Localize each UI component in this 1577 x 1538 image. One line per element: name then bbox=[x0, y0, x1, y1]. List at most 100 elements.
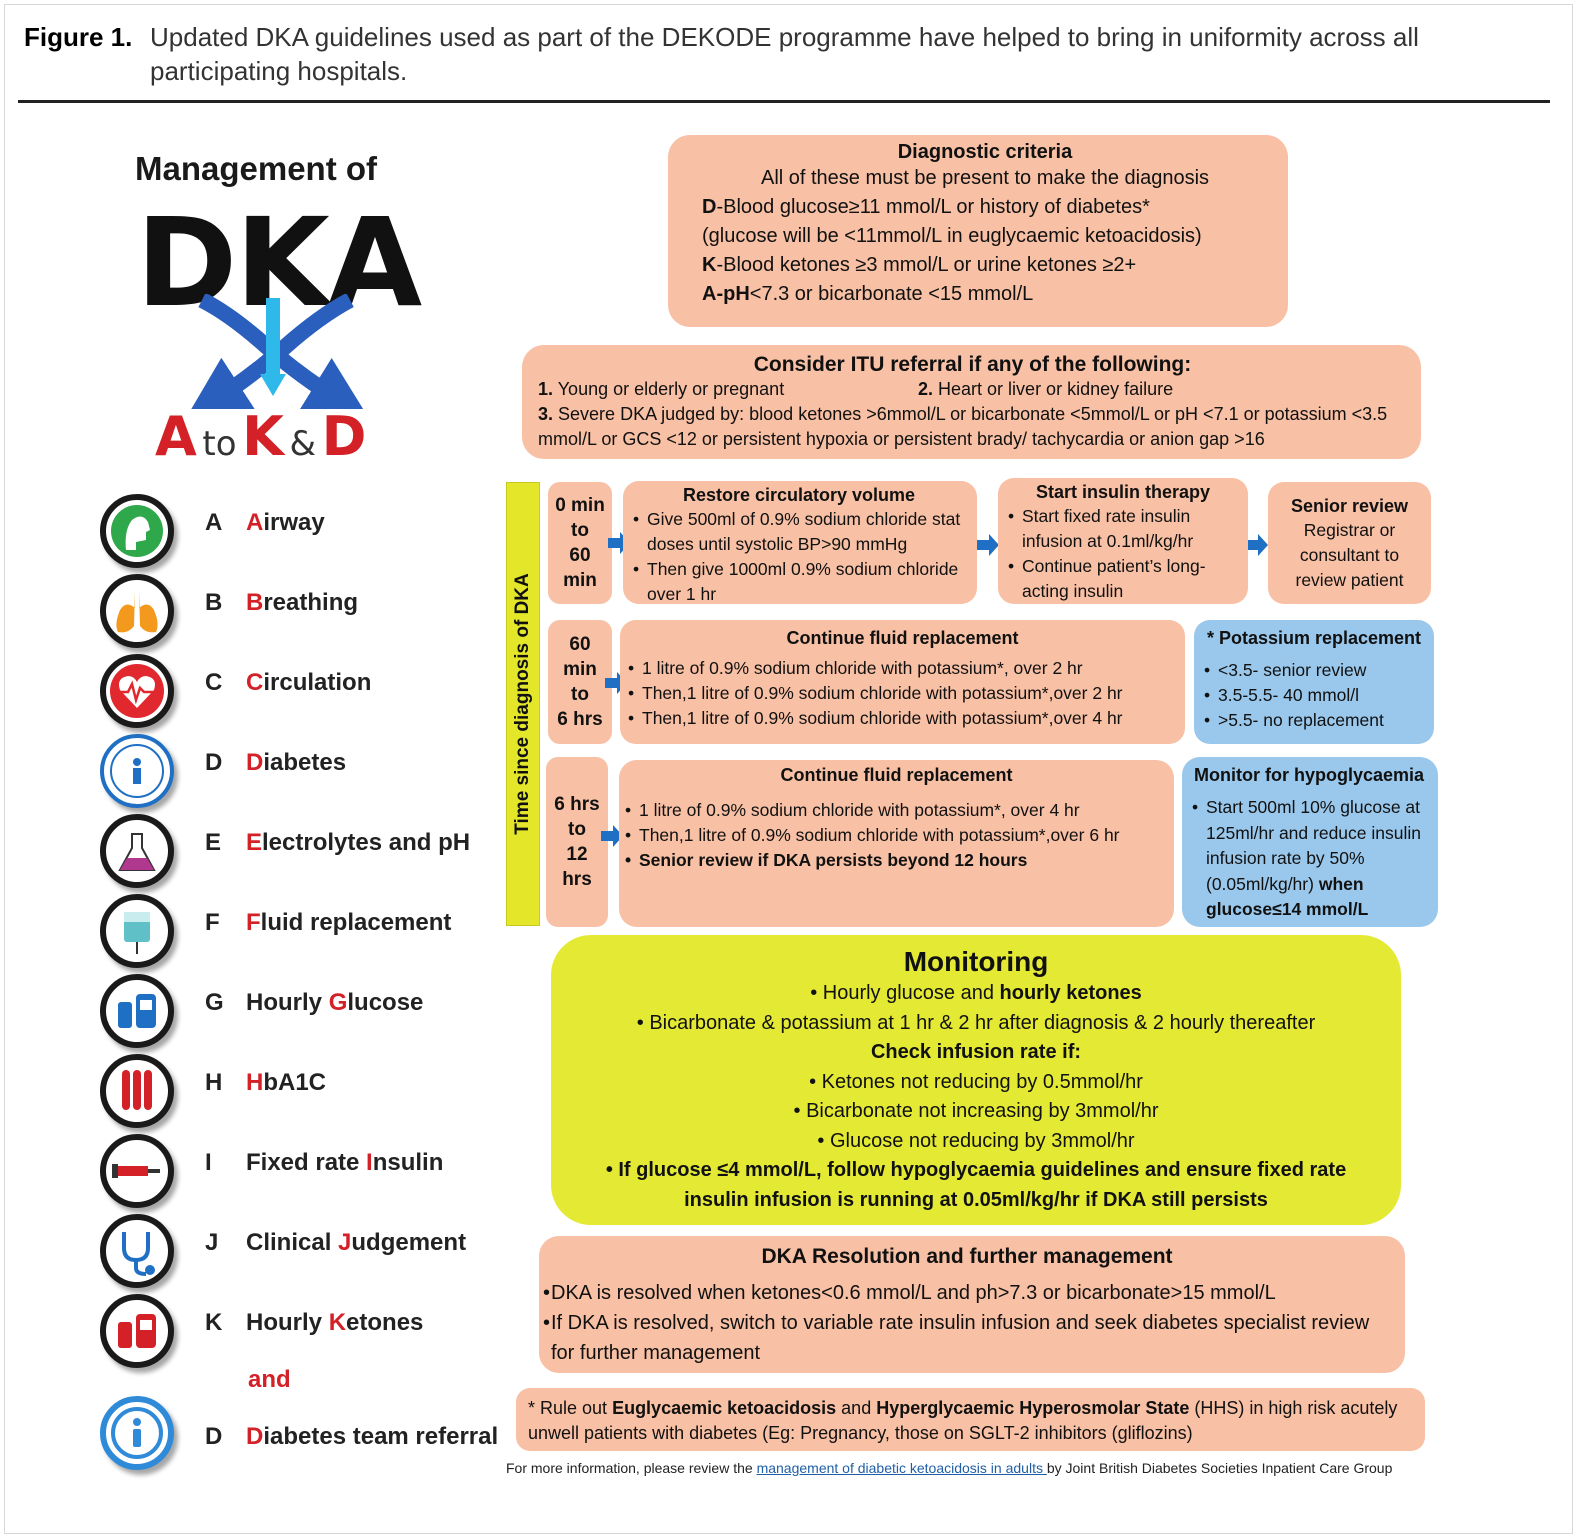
arrow-right-icon bbox=[601, 825, 623, 847]
fluid-letter: F bbox=[205, 909, 220, 936]
diagnostic-title: Diagnostic criteria bbox=[897, 141, 1073, 163]
figure-caption-text: Updated DKA guidelines used as part of t… bbox=[150, 22, 1419, 86]
itu-item-3: 3. Severe DKA judged by: blood ketones >… bbox=[538, 404, 1388, 449]
hba1c-label: HbA1C bbox=[246, 1069, 327, 1096]
diabetes-label: Diabetes bbox=[246, 749, 347, 776]
hypoglycaemia-box: Monitor for hypoglycaemia Start 500ml 10… bbox=[1182, 757, 1438, 927]
restore-volume-box: Restore circulatory volume Give 500ml of… bbox=[623, 481, 977, 604]
monitoring-box: Monitoring • Hourly glucose and hourly k… bbox=[551, 935, 1401, 1225]
insulin-list: Start fixed rate insulin infusion at 0.1… bbox=[1004, 504, 1242, 604]
resolution-title: DKA Resolution and further management bbox=[761, 1245, 1173, 1268]
electrolytes-letter: E bbox=[205, 829, 222, 856]
hypo-title: Monitor for hypoglycaemia bbox=[1193, 765, 1425, 785]
judgement-label: Clinical Judgement bbox=[246, 1229, 467, 1256]
blood-tubes-icon bbox=[100, 1054, 174, 1128]
iv-bag-icon bbox=[100, 894, 174, 968]
resolution-item: DKA is resolved when ketones<0.6 mmol/L … bbox=[539, 1278, 1395, 1308]
fluid-replacement-2-box: Continue fluid replacement 1 litre of 0.… bbox=[619, 760, 1174, 927]
team-referral-label: Diabetes team referral bbox=[246, 1423, 499, 1450]
fluid-replacement-1-box: Continue fluid replacement 1 litre of 0.… bbox=[620, 620, 1185, 744]
management-title: Management of bbox=[135, 150, 378, 187]
figure-label: Figure 1. bbox=[24, 22, 133, 52]
ketone-meter-icon bbox=[100, 1294, 174, 1368]
fluid2-title: Continue fluid replacement bbox=[780, 765, 1013, 785]
fluid1-title: Continue fluid replacement bbox=[786, 628, 1019, 648]
monitoring-check-item: • Bicarbonate not increasing by 3mmol/hr bbox=[793, 1100, 1159, 1122]
itu-items-row: 1. Young or elderly or pregnant 2. Heart… bbox=[538, 377, 1407, 402]
ketones-letter: K bbox=[205, 1309, 223, 1336]
fluid1-item: Then,1 litre of 0.9% sodium chloride wit… bbox=[624, 706, 1181, 731]
insulin-title: Start insulin therapy bbox=[1035, 482, 1211, 502]
hypo-list: Start 500ml 10% glucose at 125ml/hr and … bbox=[1188, 795, 1430, 923]
diagnostic-intro: All of these must be present to make the… bbox=[760, 167, 1210, 189]
monitoring-final: • If glucose ≤4 mmol/L, follow hypoglyca… bbox=[605, 1159, 1347, 1211]
and-label: and bbox=[248, 1366, 291, 1393]
caption-divider bbox=[18, 100, 1550, 103]
fluid2-item: 1 litre of 0.9% sodium chloride with pot… bbox=[621, 798, 1172, 823]
senior-title: Senior review bbox=[1290, 496, 1409, 516]
itu-item-1: 1. Young or elderly or pregnant bbox=[538, 379, 785, 399]
monitoring-line-2: • Bicarbonate & potassium at 1 hr & 2 hr… bbox=[636, 1011, 1316, 1034]
footer-note: For more information, please review the … bbox=[506, 1460, 1393, 1476]
potassium-item: <3.5- senior review bbox=[1200, 658, 1428, 683]
fluid2-list: 1 litre of 0.9% sodium chloride with pot… bbox=[621, 798, 1172, 873]
flask-icon bbox=[100, 814, 174, 888]
crossed-arrows-icon bbox=[190, 294, 370, 409]
restore-item: Give 500ml of 0.9% sodium chloride stat … bbox=[629, 507, 969, 557]
guideline-link[interactable]: management of diabetic ketoacidosis in a… bbox=[756, 1460, 1047, 1476]
circulation-label: Circulation bbox=[246, 669, 372, 696]
resolution-box: DKA Resolution and further management DK… bbox=[539, 1236, 1405, 1373]
senior-review-box: Senior review Registrar or consultant to… bbox=[1268, 482, 1431, 604]
judgement-letter: J bbox=[205, 1229, 219, 1256]
hba1c-letter: H bbox=[205, 1069, 223, 1096]
monitoring-check-item: • Ketones not reducing by 0.5mmol/hr bbox=[809, 1070, 1143, 1093]
fluid1-item: Then,1 litre of 0.9% sodium chloride wit… bbox=[624, 681, 1181, 706]
glucose-label: Hourly Glucose bbox=[246, 989, 424, 1016]
lungs-icon bbox=[100, 574, 174, 648]
itu-referral-box: Consider ITU referral if any of the foll… bbox=[522, 345, 1421, 459]
itu-title: Consider ITU referral if any of the foll… bbox=[753, 353, 1192, 376]
arrow-right-icon bbox=[1246, 534, 1268, 556]
diagnostic-d: D-Blood glucose≥11 mmol/L or history of … bbox=[702, 196, 1150, 218]
potassium-item: 3.5-5.5- 40 mmol/l bbox=[1200, 683, 1428, 708]
team-referral-letter: D bbox=[205, 1423, 223, 1450]
restore-list: Give 500ml of 0.9% sodium chloride stat … bbox=[629, 507, 969, 607]
a-to-k-and-d-title: A to K & D bbox=[155, 405, 367, 468]
info-icon bbox=[100, 1396, 174, 1470]
breathing-letter: B bbox=[205, 589, 223, 616]
senior-text: Registrar or consultant to review patien… bbox=[1295, 520, 1404, 590]
insulin-item: Continue patient’s long-acting insulin bbox=[1004, 554, 1242, 604]
circulation-letter: C bbox=[205, 669, 223, 696]
i-have-diabetes-icon bbox=[100, 734, 174, 808]
breathing-label: Breathing bbox=[246, 589, 359, 616]
rule-out-box: * Rule out Euglycaemic ketoacidosis and … bbox=[516, 1388, 1425, 1451]
monitoring-check-heading: Check infusion rate if: bbox=[870, 1041, 1082, 1063]
time-axis-bar: Time since diagnosis of DKA bbox=[506, 482, 540, 926]
arrow-right-icon bbox=[977, 534, 999, 556]
restore-item: Then give 1000ml 0.9% sodium chloride ov… bbox=[629, 557, 969, 607]
syringe-icon bbox=[100, 1134, 174, 1208]
monitoring-line-1: • Hourly glucose and hourly ketones bbox=[810, 982, 1142, 1004]
resolution-item: If DKA is resolved, switch to variable r… bbox=[539, 1308, 1395, 1368]
ketones-label: Hourly Ketones bbox=[246, 1309, 424, 1336]
potassium-item: >5.5- no replacement bbox=[1200, 708, 1428, 733]
electrolytes-label: Electrolytes and pH bbox=[246, 829, 471, 856]
stethoscope-icon bbox=[100, 1214, 174, 1288]
rule-out-text: * Rule out Euglycaemic ketoacidosis and … bbox=[528, 1398, 1398, 1443]
diagnostic-d-note: (glucose will be <11mmol/L in euglycaemi… bbox=[702, 225, 1202, 247]
insulin-label: Fixed rate Insulin bbox=[246, 1149, 444, 1176]
fluid-label: Fluid replacement bbox=[246, 909, 452, 936]
monitoring-title: Monitoring bbox=[903, 946, 1049, 977]
potassium-title: * Potassium replacement bbox=[1206, 628, 1422, 648]
glucose-letter: G bbox=[205, 989, 224, 1016]
time-axis-label: Time since diagnosis of DKA bbox=[512, 573, 533, 835]
restore-title: Restore circulatory volume bbox=[682, 485, 916, 505]
diagnostic-k: K-Blood ketones ≥3 mmol/L or urine keton… bbox=[702, 254, 1137, 276]
heart-icon bbox=[100, 654, 174, 728]
figure-frame bbox=[4, 4, 1573, 1534]
monitoring-check-item: • Glucose not reducing by 3mmol/hr bbox=[817, 1129, 1135, 1152]
itu-item-2: 2. Heart or liver or kidney failure bbox=[918, 379, 1174, 399]
